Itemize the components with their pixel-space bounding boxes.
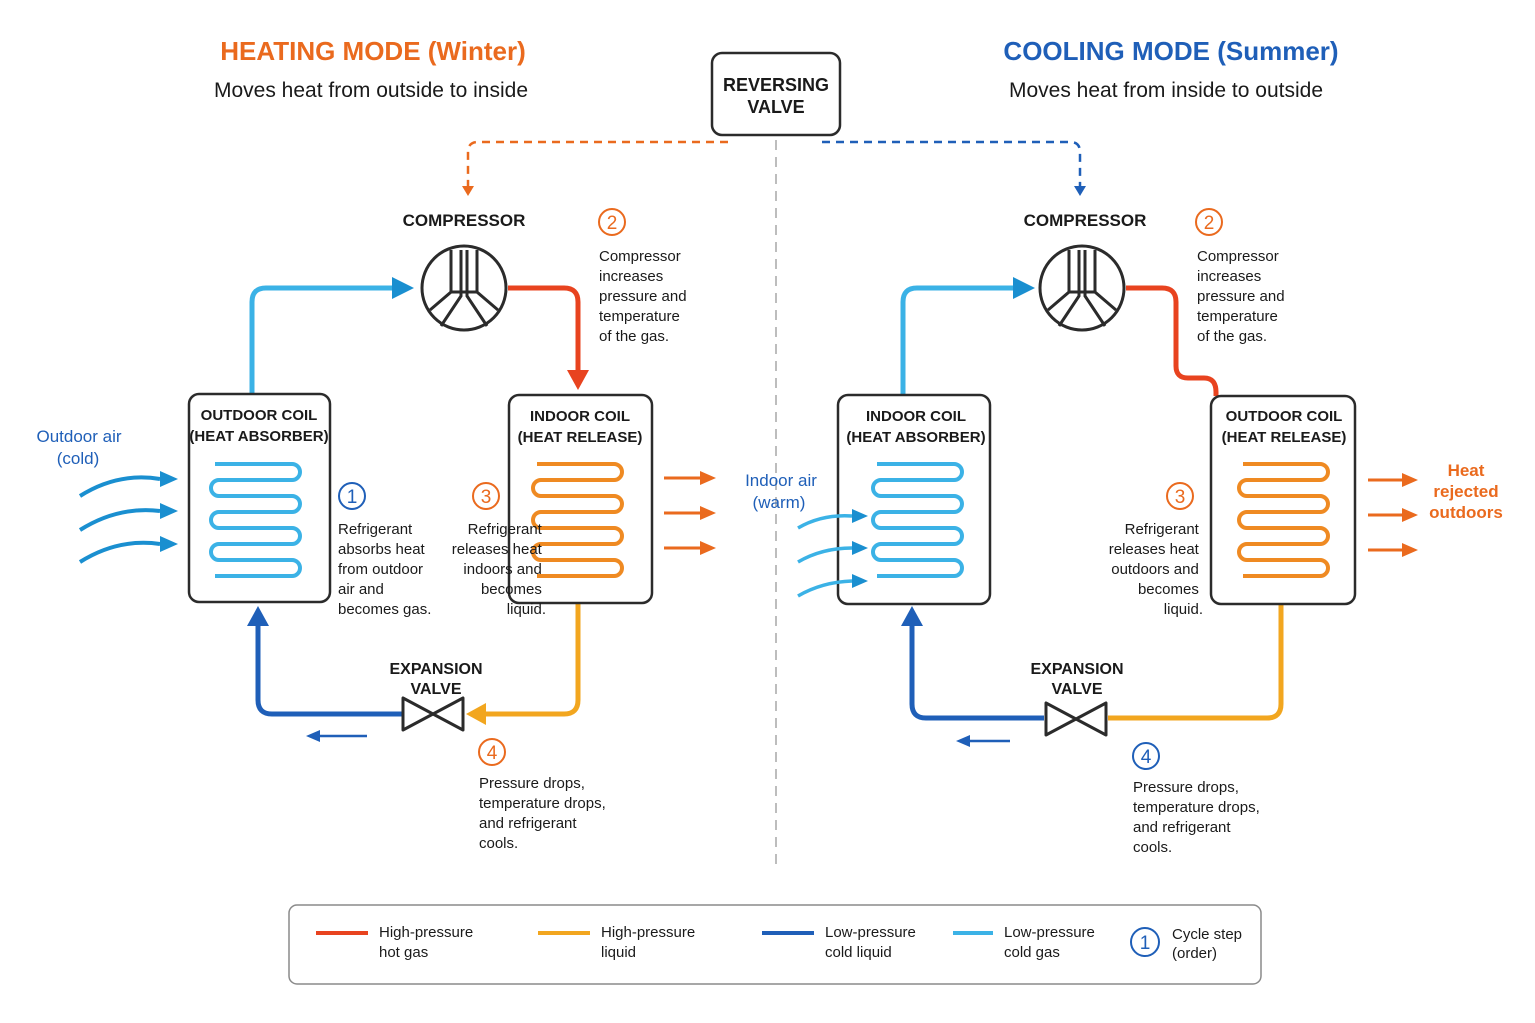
heating-step1-text: Refrigerant absorbs heat from outdoor ai… xyxy=(338,521,431,618)
cooling-step4-badge: 4 xyxy=(1132,742,1160,770)
cooling-compressor-icon xyxy=(1038,244,1126,332)
cooling-heat-label-line1: Heat xyxy=(1448,461,1485,480)
heating-compressor-label: COMPRESSOR xyxy=(403,211,526,230)
svg-text:2: 2 xyxy=(607,213,618,234)
cooling-air-label-line1: Indoor air xyxy=(745,471,817,490)
heating-outdoor-coil-line1: OUTDOOR COIL xyxy=(201,407,318,424)
heating-step3-badge: 3 xyxy=(472,482,500,510)
heating-pipe-cold-liquid xyxy=(255,624,402,717)
heating-control-arrow xyxy=(462,186,474,196)
svg-text:4: 4 xyxy=(487,743,498,764)
heating-heat-out-arrows xyxy=(664,476,702,550)
cooling-pipe-hot-liquid xyxy=(1108,604,1284,721)
cooling-indoor-coil-line2: (HEAT ABSORBER) xyxy=(846,429,985,446)
legend-label-step: Cycle step (order) xyxy=(1172,926,1246,962)
svg-text:1: 1 xyxy=(1140,933,1151,954)
heating-indoor-coil-box xyxy=(507,393,654,605)
heating-pipe-cold-gas-arrow xyxy=(392,277,414,299)
legend-label-hot-gas: High-pressure hot gas xyxy=(379,924,477,961)
cooling-outdoor-coil-box xyxy=(1209,394,1357,606)
legend-label-cold-liquid: Low-pressure cold liquid xyxy=(825,924,920,961)
cooling-outdoor-coil-line1: OUTDOOR COIL xyxy=(1226,408,1343,425)
reversing-valve-line1: REVERSING xyxy=(723,75,829,95)
cooling-heat-out-arrowheads xyxy=(1402,473,1418,557)
cooling-heat-out-arrows xyxy=(1368,478,1404,552)
cooling-subtitle: Moves heat from inside to outside xyxy=(1009,79,1323,102)
heating-expansion-valve-icon xyxy=(401,696,465,732)
heating-step4-text: Pressure drops, temperature drops, and r… xyxy=(479,775,610,852)
heating-flow-arrowhead xyxy=(306,730,320,742)
cooling-step2-badge: 2 xyxy=(1195,208,1223,236)
svg-text:2: 2 xyxy=(1204,213,1215,234)
cooling-indoor-coil-serpentine xyxy=(871,462,964,578)
heating-pipe-hot-gas xyxy=(508,285,581,372)
cooling-outdoor-coil-serpentine xyxy=(1237,462,1330,578)
heating-step2-text: Compressor increases pressure and temper… xyxy=(599,248,691,345)
heating-step3-text: Refrigerant releases heat indoors and be… xyxy=(452,521,546,618)
heating-air-arrows xyxy=(78,475,161,564)
cooling-step3-badge: 3 xyxy=(1166,482,1194,510)
cooling-air-arrows xyxy=(797,514,853,598)
svg-text:3: 3 xyxy=(481,487,492,508)
heating-air-label-line2: (cold) xyxy=(57,449,100,468)
heating-title: HEATING MODE (Winter) xyxy=(220,36,526,66)
cooling-indoor-coil-line1: INDOOR COIL xyxy=(866,408,966,425)
legend-label-cold-gas: Low-pressure cold gas xyxy=(1004,924,1099,961)
cooling-pipe-hot-gas xyxy=(1126,285,1219,396)
cooling-air-label-line2: (warm) xyxy=(753,493,806,512)
cooling-title: COOLING MODE (Summer) xyxy=(1003,36,1338,66)
heating-pipe-cold-liquid-arrow xyxy=(247,606,269,626)
heating-air-label-line1: Outdoor air xyxy=(36,427,121,446)
cooling-control-line xyxy=(822,140,1082,188)
heating-air-arrowheads xyxy=(160,471,178,552)
cooling-air-arrowheads xyxy=(852,509,868,588)
heating-step2-badge: 2 xyxy=(598,208,626,236)
heating-indoor-coil-line1: INDOOR COIL xyxy=(530,408,630,425)
heating-subtitle: Moves heat from outside to inside xyxy=(214,79,528,102)
heating-step1-badge: 1 xyxy=(338,482,366,510)
heating-indoor-coil-serpentine xyxy=(531,462,624,578)
heating-step4-badge: 4 xyxy=(478,738,506,766)
svg-text:3: 3 xyxy=(1175,487,1186,508)
cooling-heat-label-line2: rejected xyxy=(1433,482,1498,501)
cooling-compressor-label: COMPRESSOR xyxy=(1024,211,1147,230)
heating-pipe-cold-gas xyxy=(249,285,395,394)
heating-compressor-icon xyxy=(420,244,508,332)
cooling-pipe-cold-gas xyxy=(900,285,1016,394)
cooling-pipe-cold-gas-arrow xyxy=(1013,277,1035,299)
heating-indoor-coil-line2: (HEAT RELEASE) xyxy=(518,429,643,446)
cooling-expansion-valve-icon xyxy=(1044,701,1108,737)
heating-expansion-line1: EXPANSION xyxy=(389,661,482,678)
cooling-heat-label-line3: outdoors xyxy=(1429,503,1503,522)
cooling-flow-arrowhead xyxy=(956,735,970,747)
legend-step-symbol: 1 xyxy=(1130,927,1160,957)
cooling-step4-text: Pressure drops, temperature drops, and r… xyxy=(1133,779,1264,856)
cooling-expansion-line1: EXPANSION xyxy=(1030,661,1123,678)
svg-text:1: 1 xyxy=(347,487,358,508)
cooling-outdoor-coil-line2: (HEAT RELEASE) xyxy=(1222,429,1347,446)
reversing-valve-box xyxy=(710,51,842,137)
cooling-control-arrow xyxy=(1074,186,1086,196)
legend-box xyxy=(288,904,1262,985)
heating-outdoor-coil-serpentine xyxy=(209,462,302,578)
legend-label-hot-liquid: High-pressure liquid xyxy=(601,924,699,961)
cooling-expansion-line2: VALVE xyxy=(1052,681,1103,698)
cooling-pipe-cold-liquid xyxy=(909,624,1044,721)
cooling-indoor-coil-box xyxy=(836,393,992,606)
heating-pipe-hot-gas-arrow xyxy=(567,370,589,390)
heating-heat-out-arrowheads xyxy=(700,471,716,555)
heating-outdoor-coil-line2: (HEAT ABSORBER) xyxy=(189,428,328,445)
cooling-step2-text: Compressor increases pressure and temper… xyxy=(1197,248,1289,345)
heating-control-line xyxy=(466,140,728,188)
reversing-valve-line2: VALVE xyxy=(747,97,804,117)
svg-text:4: 4 xyxy=(1141,747,1152,768)
cooling-step3-text: Refrigerant releases heat outdoors and b… xyxy=(1109,521,1203,618)
heating-pipe-hot-liquid-arrow xyxy=(466,703,486,725)
cooling-pipe-cold-liquid-arrow xyxy=(901,606,923,626)
heating-pipe-hot-liquid xyxy=(484,604,581,717)
heating-expansion-line2: VALVE xyxy=(411,681,462,698)
